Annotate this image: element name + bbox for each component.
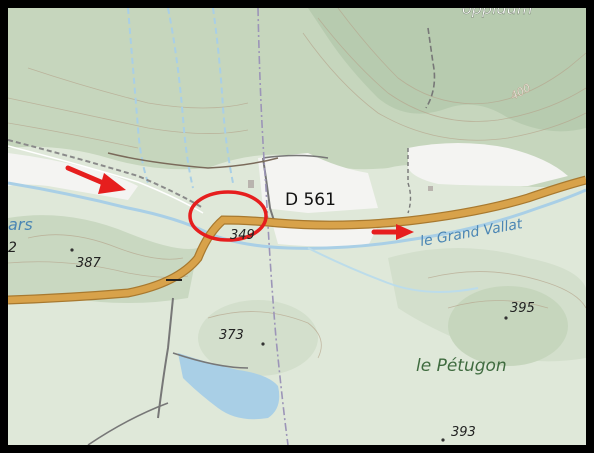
place-label-top: oppidum (462, 8, 532, 18)
terrain-shading (8, 8, 586, 376)
road-d561 (8, 175, 586, 305)
tracks (8, 27, 436, 445)
contour-lines (8, 8, 586, 359)
buildings (248, 180, 433, 191)
river (8, 181, 586, 250)
spot-height-dots (70, 248, 508, 442)
spot-height-393: 393 (451, 425, 476, 440)
spot-height-349: 349 (230, 228, 255, 243)
spot-height-387: 387 (76, 256, 102, 271)
spot-height-373: 373 (219, 328, 244, 343)
topographic-map[interactable]: oppidum 400 D 561 le Grand Vallat ars 2 … (8, 8, 586, 445)
arrow-right (371, 224, 414, 240)
boundary-line (257, 8, 289, 445)
place-label-left: ars (8, 215, 33, 234)
lake (178, 353, 280, 420)
highlight-circle (188, 190, 268, 242)
place-label-petugon: le Pétugon (416, 356, 507, 376)
river-branch (307, 247, 479, 293)
arrow-left (65, 165, 126, 194)
spot-height-395: 395 (510, 301, 535, 316)
road-label: D 561 (285, 190, 336, 210)
left-digit-label: 2 (8, 240, 17, 256)
